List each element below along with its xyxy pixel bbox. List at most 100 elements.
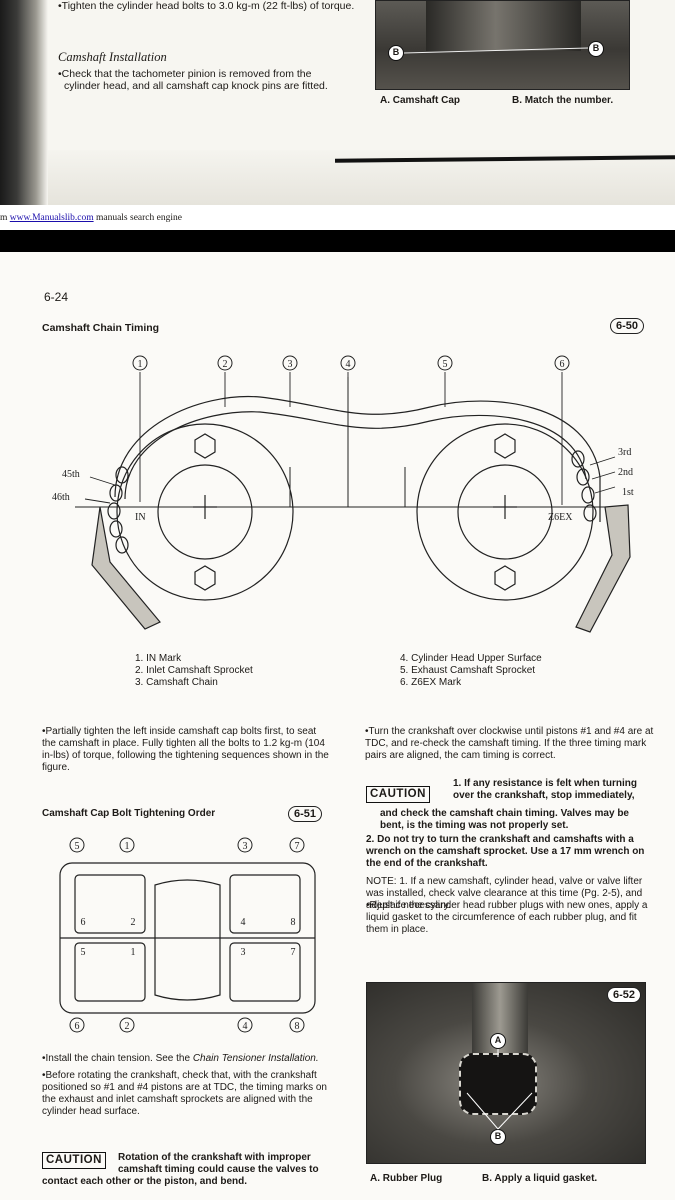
- label-in-mark: IN: [135, 512, 146, 523]
- label-3rd: 3rd: [618, 447, 631, 458]
- photo-badge-b-right: B: [588, 41, 604, 57]
- tensioner-reference: Chain Tensioner Installation.: [192, 1053, 319, 1064]
- exhaust-bolt-upper: [494, 433, 516, 459]
- callout-6-label: 6: [560, 359, 565, 370]
- install-chain-tension-paragraph: •Install the chain tension. See the Chai…: [42, 1053, 332, 1065]
- photo-caption-rubber-plug: A. Rubber Plug: [370, 1173, 443, 1184]
- before-rotating-paragraph: •Before rotating the crankshaft, check t…: [42, 1070, 327, 1117]
- callout-2: 2: [217, 355, 233, 371]
- callout-3-label: 3: [288, 359, 293, 370]
- caution-left-text: Rotation of the crankshaft with improper…: [118, 1152, 319, 1175]
- caution-step-2: 2. Do not try to turn the crankshaft and…: [366, 834, 645, 869]
- replace-plugs-paragraph: •Replace the cylinder head rubber plugs …: [366, 900, 648, 935]
- camshaft-photo-detail: [426, 1, 581, 51]
- photo-badge-a: A: [490, 1033, 506, 1049]
- caution-label-left: CAUTION: [42, 1152, 106, 1169]
- tachometer-instruction: •Check that the tachometer pinion is rem…: [58, 68, 328, 92]
- bolt-mid-upper-2: 2: [131, 917, 136, 928]
- section-title: Camshaft Chain Timing: [42, 322, 160, 334]
- callout-4: 4: [340, 355, 356, 371]
- page-separator-band: [0, 230, 675, 252]
- torque-instruction: •Tighten the cylinder head bolts to 3.0 …: [58, 0, 355, 12]
- manualslib-banner: m www.Manualslib.com manuals search engi…: [0, 213, 182, 223]
- inlet-sprocket-outline: [116, 423, 294, 601]
- legend-item-5: 5. Exhaust Camshaft Sprocket: [400, 665, 536, 676]
- bolt-mid-lower-1: 5: [81, 947, 86, 958]
- callout-5-label: 5: [443, 359, 448, 370]
- bolt-mid-lower-4: 7: [291, 947, 296, 958]
- callout-1: 1: [132, 355, 148, 371]
- camshaft-cap-photo: B B: [375, 0, 630, 90]
- right-chain-guide: [575, 504, 631, 633]
- photo-badge-b: B: [490, 1129, 506, 1145]
- legend-left: 1. IN Mark 2. Inlet Camshaft Sprocket 3.…: [135, 653, 253, 689]
- bolt-top-2: 1: [125, 841, 130, 852]
- photo-caption-a: A. Camshaft Cap: [380, 95, 461, 106]
- bolt-top-4: 7: [295, 841, 300, 852]
- chain-outer-line: [114, 395, 601, 522]
- photo-badge-b-left: B: [388, 45, 404, 61]
- note-valve-clearance: NOTE: 1. If a new camshaft, cylinder hea…: [366, 876, 643, 911]
- bolt-top-3: 3: [243, 841, 248, 852]
- bolt-bottom-1: 6: [75, 1021, 80, 1032]
- caution-right-text: 1. If any resistance is felt when turnin…: [453, 778, 637, 801]
- legend-right: 4. Cylinder Head Upper Surface 5. Exhaus…: [400, 653, 542, 689]
- bolt-bottom-2: 2: [125, 1021, 130, 1032]
- bolt-mid-upper-3: 4: [241, 917, 246, 928]
- caution-label-right: CAUTION: [366, 786, 430, 803]
- label-45th: 45th: [62, 469, 80, 480]
- callout-2-label: 2: [223, 359, 228, 370]
- exhaust-sprocket-hub: [457, 464, 553, 560]
- callout-6: 6: [554, 355, 570, 371]
- install-prefix: •Install the chain tension. See the: [42, 1053, 193, 1064]
- chain-links-right: [571, 450, 597, 522]
- camshaft-installation-heading: Camshaft Installation: [58, 50, 167, 64]
- photo-leader-lines-bottom: [466, 1049, 533, 1130]
- label-1st: 1st: [622, 487, 634, 498]
- cap-bolt-order-title: Camshaft Cap Bolt Tightening Order: [42, 808, 216, 819]
- legend-item-3: 3. Camshaft Chain: [135, 677, 218, 688]
- previous-page-fragment: •Tighten the cylinder head bolts to 3.0 …: [0, 0, 675, 205]
- manual-page-6-24: 6-24 Camshaft Chain Timing 6-50: [0, 252, 675, 1200]
- label-2nd: 2nd: [618, 467, 633, 478]
- photo-caption-b: B. Match the number.: [512, 95, 614, 106]
- caution-left-continuation: contact each other or the piston, and be…: [42, 1176, 248, 1187]
- legend-item-4: 4. Cylinder Head Upper Surface: [400, 653, 542, 664]
- bolt-mid-upper-1: 6: [81, 917, 86, 928]
- turn-crankshaft-paragraph: •Turn the crankshaft over clockwise unti…: [365, 726, 654, 761]
- photo-caption-liquid-gasket: B. Apply a liquid gasket.: [482, 1173, 598, 1184]
- caution-right-continuation: and check the camshaft chain timing. Val…: [380, 808, 629, 831]
- cap-bolt-tightening-diagram: 5 1 3 7 6 2 4 8 5 1 3 7 6 2 4 8: [59, 837, 316, 1033]
- bolt-mid-lower-3: 3: [241, 947, 246, 958]
- callout-1-label: 1: [138, 359, 143, 370]
- book-spine-shadow: [0, 0, 48, 205]
- inlet-bolt-lower: [194, 565, 216, 591]
- camshaft-chain-timing-diagram: 1 2 3 4 5 6 45th 46th IN Z6EX 3rd 2nd 1s…: [52, 355, 634, 633]
- callout-5: 5: [437, 355, 453, 371]
- legend-item-2: 2. Inlet Camshaft Sprocket: [135, 665, 253, 676]
- inlet-sprocket-hub: [157, 464, 253, 560]
- rubber-plug-photo: A B 6-52: [366, 982, 646, 1164]
- bolt-mid-lower-2: 1: [131, 947, 136, 958]
- label-46th: 46th: [52, 492, 70, 503]
- figure-number-6-51: 6-51: [288, 806, 323, 822]
- callout-4-label: 4: [346, 359, 351, 370]
- bolt-bottom-3: 4: [243, 1021, 248, 1032]
- bolt-bottom-4: 8: [295, 1021, 300, 1032]
- callout-3: 3: [282, 355, 298, 371]
- legend-item-6: 6. Z6EX Mark: [400, 677, 462, 688]
- bolt-mid-upper-4: 8: [291, 917, 296, 928]
- label-z6ex-mark: Z6EX: [548, 512, 573, 523]
- photo-leader-lines: [403, 47, 589, 54]
- partial-tighten-paragraph: •Partially tighten the left inside camsh…: [42, 726, 329, 773]
- legend-item-1: 1. IN Mark: [135, 653, 182, 664]
- manualslib-link[interactable]: www.Manualslib.com: [9, 213, 94, 223]
- bolt-top-1: 5: [75, 841, 80, 852]
- figure-number-6-50: 6-50: [610, 318, 645, 334]
- exhaust-sprocket-outline: [416, 423, 594, 601]
- left-chain-guide: [91, 506, 161, 630]
- banner-prefix: m: [0, 213, 10, 223]
- exhaust-bolt-lower: [494, 565, 516, 591]
- inlet-bolt-upper: [194, 433, 216, 459]
- chain-links-left: [107, 466, 129, 554]
